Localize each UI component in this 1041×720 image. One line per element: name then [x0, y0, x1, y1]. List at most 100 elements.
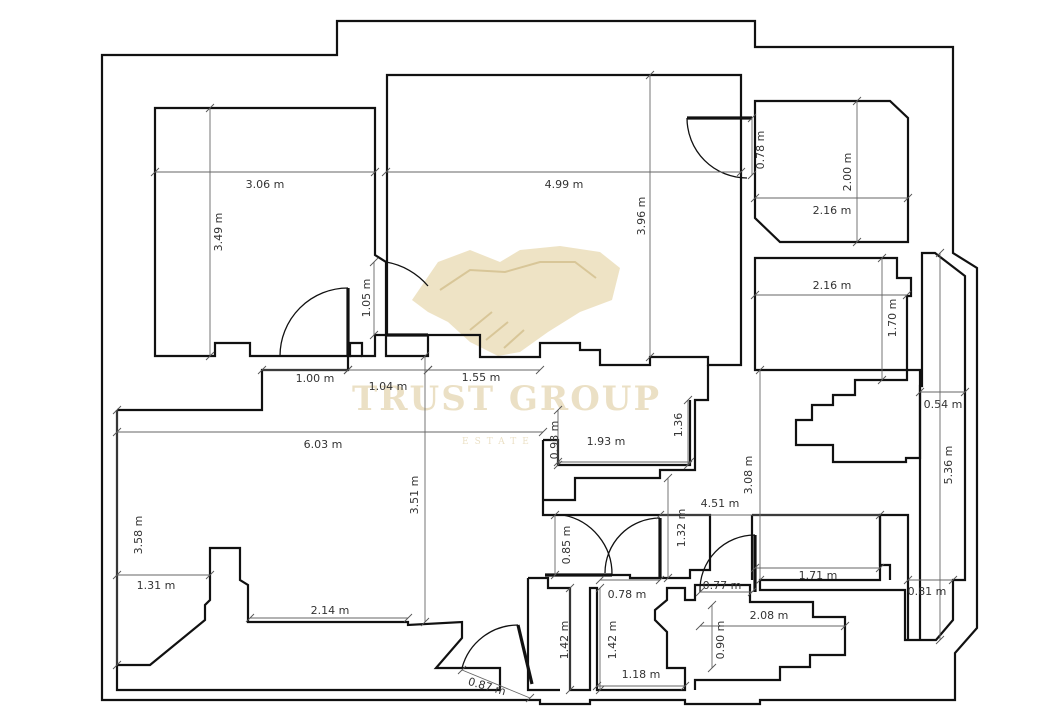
dimension-label: 1.00 m: [296, 372, 335, 385]
dimension-label: 2.16 m: [813, 279, 852, 292]
door-hall-1: [545, 514, 613, 577]
dimension-tick: [935, 635, 945, 645]
dimension-tick: [755, 575, 765, 585]
dimension-label: 0.81 m: [908, 585, 947, 598]
dimension-tick: [535, 365, 545, 375]
dimension-label: 2.14 m: [311, 604, 350, 617]
dimension-tick: [369, 257, 379, 267]
dimension-d21: 3.51 m: [408, 351, 430, 627]
dimension-d25: 0.85 m: [550, 510, 573, 580]
dimension-tick: [747, 170, 757, 180]
dimension-tick: [935, 248, 945, 258]
dimension-label: 1.70 m: [886, 299, 899, 338]
dimension-tick: [257, 365, 267, 375]
dimension-d9: 1.70 m: [877, 253, 899, 385]
dimension-tick: [553, 457, 563, 467]
dimension-tick: [707, 600, 717, 610]
dimension-d1: 3.06 m: [150, 167, 380, 191]
room-bath-lower: [526, 576, 847, 692]
dimension-d26: 1.31 m: [112, 570, 215, 592]
dimension-label: 0.78 m: [754, 131, 767, 170]
dimension-tick: [875, 563, 885, 573]
dimension-tick: [750, 193, 760, 203]
dimension-d33: 1.42 m: [558, 583, 575, 695]
dimension-d14: 0.54 m: [915, 387, 970, 411]
dimension-d35: 0.90 m: [707, 600, 727, 673]
dimension-label: 1.42 m: [606, 621, 619, 660]
dimension-label: 1.18 m: [622, 668, 661, 681]
dimension-tick: [457, 665, 467, 675]
door-bath-lower: [461, 624, 534, 685]
dimension-label: 1.42 m: [558, 621, 571, 660]
dimension-tick: [112, 570, 122, 580]
dimension-label: 1.32 m: [675, 509, 688, 548]
room-mid-right: [753, 256, 922, 464]
dimension-d37: 0.87 m: [457, 665, 535, 703]
dimension-tick: [592, 681, 602, 691]
dimension-d20: 3.08 m: [742, 365, 765, 585]
dimension-label: 2.16 m: [813, 204, 852, 217]
dimension-d6: 2.00 m: [841, 96, 862, 247]
dimension-label: 0.54 m: [924, 398, 963, 411]
dimension-label: 1.55 m: [462, 371, 501, 384]
dimension-tick: [852, 237, 862, 247]
dimension-tick: [902, 290, 912, 300]
dimension-tick: [750, 290, 760, 300]
dimension-d17: 1.93 m: [553, 435, 695, 467]
dimension-d4: 3.96 m: [635, 70, 655, 362]
dimension-tick: [595, 583, 605, 593]
dimension-tick: [645, 352, 655, 362]
dimension-d8: 2.16 m: [750, 279, 912, 300]
dimension-tick: [420, 351, 430, 361]
dimension-tick: [736, 167, 746, 177]
dimension-tick: [915, 387, 925, 397]
dimension-tick: [205, 351, 215, 361]
room-living-top: [384, 73, 743, 367]
dimension-label: 0.85 m: [560, 526, 573, 565]
dimension-d13: 1.55 m: [423, 365, 545, 384]
dimension-tick: [948, 575, 958, 585]
dimension-tick: [663, 473, 673, 483]
dimension-tick: [655, 575, 665, 585]
dimension-label: 1.93 m: [587, 435, 626, 448]
dimension-tick: [565, 685, 575, 695]
dimension-tick: [403, 613, 413, 623]
dimension-d16: 0.98 m: [548, 405, 563, 470]
dimension-d3: 3.49 m: [205, 103, 225, 361]
dimension-tick: [685, 457, 695, 467]
dimension-label: 1.05 m: [360, 279, 373, 318]
dimension-label: 5.36 m: [942, 446, 955, 485]
dimension-tick: [538, 427, 548, 437]
dimension-tick: [707, 663, 717, 673]
dimension-tick: [695, 621, 705, 631]
dimension-label: 1.36: [672, 413, 685, 438]
dimension-label: 6.03 m: [304, 438, 343, 451]
dimension-d32: 2.14 m: [245, 604, 413, 623]
dimension-d18: 6.03 m: [112, 427, 548, 451]
dimension-tick: [645, 70, 655, 80]
dimension-label: 0.90 m: [714, 621, 727, 660]
dimension-d36: 1.18 m: [592, 668, 690, 691]
dimension-d15: 1.36: [672, 395, 693, 470]
dimension-tick: [663, 573, 673, 583]
dimension-tick: [755, 365, 765, 375]
dimension-label: 3.49 m: [212, 213, 225, 252]
dimension-d27: 0.77 m: [695, 579, 757, 597]
dimension-label: 1.04 m: [369, 380, 408, 393]
dimension-d12: 1.04 m: [343, 365, 433, 393]
dimension-tick: [550, 570, 560, 580]
dimension-tick: [205, 570, 215, 580]
dimension-tick: [370, 167, 380, 177]
dimension-tick: [852, 96, 862, 106]
dimension-label: 1.31 m: [137, 579, 176, 592]
dimension-label: 4.99 m: [545, 178, 584, 191]
dimension-d24: 1.32 m: [663, 473, 688, 583]
dimension-label: 4.51 m: [701, 497, 740, 510]
door-hall-3: [699, 534, 757, 593]
dimension-label: 0.78 m: [608, 588, 647, 601]
dimension-line: [461, 669, 531, 699]
dimension-d34: 1.42 m: [595, 583, 619, 695]
walls: [100, 19, 979, 706]
dimension-label: 2.08 m: [750, 609, 789, 622]
